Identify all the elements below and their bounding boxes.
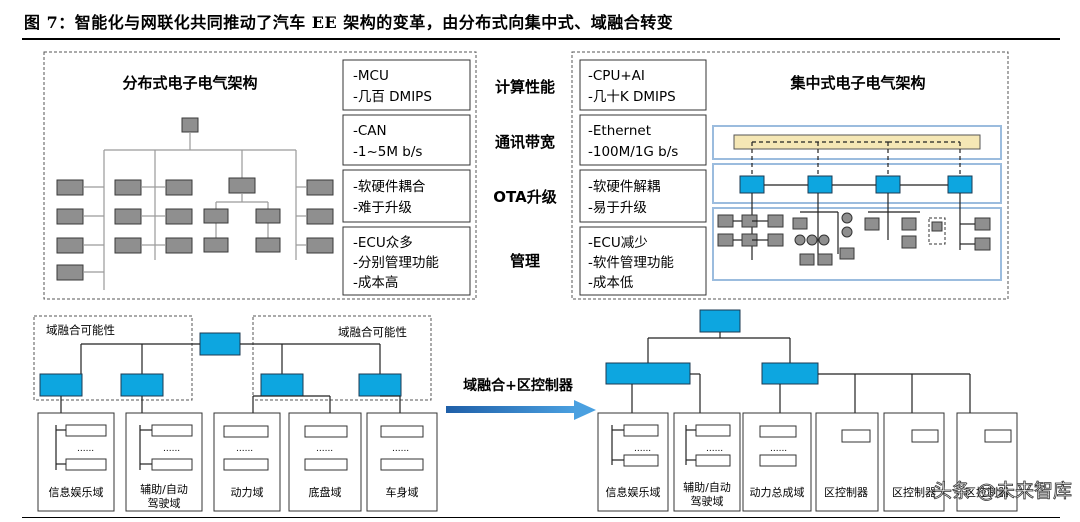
ecu-lane	[712, 207, 1002, 281]
svg-text:-ECU众多: -ECU众多	[353, 234, 413, 251]
svg-text:-几十K DMIPS: -几十K DMIPS	[588, 89, 676, 105]
svg-text:区控制器: 区控制器	[824, 485, 868, 499]
ecu-column-c	[203, 177, 281, 253]
svg-text:信息娱乐域: 信息娱乐域	[49, 485, 104, 499]
svg-text:-CPU+AI: -CPU+AI	[588, 68, 645, 84]
bandwidth-box-right	[579, 114, 707, 166]
ecu-group-1	[717, 193, 784, 260]
svg-text:域融合可能性: 域融合可能性	[338, 325, 407, 339]
svg-text:......: ......	[770, 444, 787, 454]
compute-box-left	[342, 59, 471, 111]
domain-controller-body	[358, 373, 402, 397]
domain-controller-2	[807, 175, 833, 194]
svg-text:-成本高: -成本高	[353, 274, 398, 291]
svg-text:动力总成域: 动力总成域	[750, 485, 805, 499]
ecu-column-b	[114, 179, 193, 254]
compute-box-right	[579, 59, 707, 111]
ecu-group-3	[864, 193, 946, 249]
criteria-labels: 计算性能 通讯带宽 OTA升级 管理	[493, 78, 557, 270]
svg-text:-软件管理功能: -软件管理功能	[588, 255, 674, 271]
distributed-title: 分布式电子电气架构	[122, 74, 257, 92]
centralized-criteria: -CPU+AI -几十K DMIPS -Ethernet -100M/1G b/…	[579, 59, 707, 296]
svg-text:-分别管理功能: -分别管理功能	[353, 255, 439, 271]
ecu-group-2	[792, 193, 855, 266]
domain-controller-infotainment	[39, 373, 83, 397]
central-computer	[699, 309, 741, 333]
domain-controller-1	[739, 175, 765, 194]
title-rule	[22, 38, 1060, 40]
svg-text:车身域: 车身域	[386, 485, 419, 499]
svg-text:计算性能: 计算性能	[495, 78, 555, 96]
svg-text:-Ethernet: -Ethernet	[588, 123, 651, 139]
central-gateway-ecu	[181, 117, 199, 133]
svg-text:-几百 DMIPS: -几百 DMIPS	[353, 89, 432, 105]
svg-text:-易于升级: -易于升级	[588, 200, 647, 216]
figure-title: 图 7：智能化与网联化共同推动了汽车 EE 架构的变革，由分布式向集中式、域融合…	[24, 13, 674, 32]
svg-text:驾驶域: 驾驶域	[691, 494, 724, 508]
svg-text:通讯带宽: 通讯带宽	[495, 133, 555, 151]
svg-text:......: ......	[236, 444, 253, 454]
svg-text:辅助/自动: 辅助/自动	[140, 482, 188, 496]
svg-text:......: ......	[392, 444, 409, 454]
svg-text:区控制器: 区控制器	[892, 485, 936, 499]
zone-controller-3	[956, 412, 1018, 512]
distributed-panel	[43, 51, 477, 300]
transition-arrow: 域融合+区控制器	[446, 377, 596, 420]
svg-text:......: ......	[77, 444, 94, 454]
svg-text:-MCU: -MCU	[353, 68, 389, 84]
domain-controller-powertrain-right	[761, 362, 819, 385]
svg-text:信息娱乐域: 信息娱乐域	[606, 485, 661, 499]
svg-text:域融合+区控制器: 域融合+区控制器	[463, 377, 574, 394]
domain-controller-4	[947, 175, 973, 194]
zone-controller-1	[815, 412, 879, 512]
watermark: 头条 @未来智库	[933, 480, 1072, 502]
svg-text:-软硬件解耦: -软硬件解耦	[588, 179, 660, 195]
ota-box-left	[342, 169, 471, 223]
svg-text:辅助/自动: 辅助/自动	[683, 480, 731, 494]
management-box-right	[579, 226, 707, 296]
svg-text:......: ......	[634, 444, 651, 454]
svg-text:OTA升级: OTA升级	[493, 188, 557, 206]
central-gateway	[199, 332, 241, 356]
domain-controller-adas	[120, 373, 164, 397]
distributed-criteria: -MCU -几百 DMIPS -CAN -1~5M b/s -软硬件耦合 -难于…	[342, 59, 471, 296]
ecu-group-4	[959, 193, 991, 251]
bottom-rule	[22, 517, 1060, 518]
centralized-topology	[712, 125, 1002, 281]
bandwidth-box-left	[342, 114, 471, 166]
domain-architecture: 域融合可能性 域融合可能性 ...... 信息	[33, 315, 438, 512]
svg-text:管理: 管理	[510, 252, 540, 270]
svg-text:-CAN: -CAN	[353, 123, 387, 139]
fusion-zone-right	[252, 315, 432, 401]
domain-controller-3	[875, 175, 901, 194]
zonal-architecture: ...... 信息娱乐域 ...... 辅助/自动 驾驶域 ...... 动力总…	[597, 309, 1018, 512]
svg-text:-软硬件耦合: -软硬件耦合	[353, 179, 426, 195]
fusion-zone-left	[33, 315, 193, 401]
domain-controller-powertrain	[260, 373, 304, 397]
svg-text:底盘域: 底盘域	[309, 485, 342, 499]
ecu-column-d	[296, 179, 334, 254]
svg-text:-1~5M b/s: -1~5M b/s	[353, 144, 422, 160]
svg-text:......: ......	[163, 444, 180, 454]
svg-text:区控制器: 区控制器	[965, 485, 1009, 499]
svg-text:域融合可能性: 域融合可能性	[46, 323, 115, 337]
svg-text:驾驶域: 驾驶域	[148, 496, 181, 510]
svg-text:......: ......	[706, 444, 723, 454]
management-box-left	[342, 226, 471, 296]
svg-text:-ECU减少: -ECU减少	[588, 235, 648, 251]
ota-box-right	[579, 169, 707, 223]
svg-text:......: ......	[316, 444, 333, 454]
ecu-column-a	[56, 179, 104, 281]
svg-text:动力域: 动力域	[231, 486, 264, 499]
svg-text:-难于升级: -难于升级	[353, 200, 412, 216]
centralized-panel	[571, 51, 1009, 300]
svg-text:-成本低: -成本低	[588, 275, 634, 291]
domain-controller-infotainment-adas	[605, 362, 691, 385]
distributed-topology	[56, 117, 334, 290]
centralized-title: 集中式电子电气架构	[789, 74, 925, 92]
zone-controller-2	[883, 412, 945, 512]
svg-text:-100M/1G b/s: -100M/1G b/s	[588, 144, 678, 160]
